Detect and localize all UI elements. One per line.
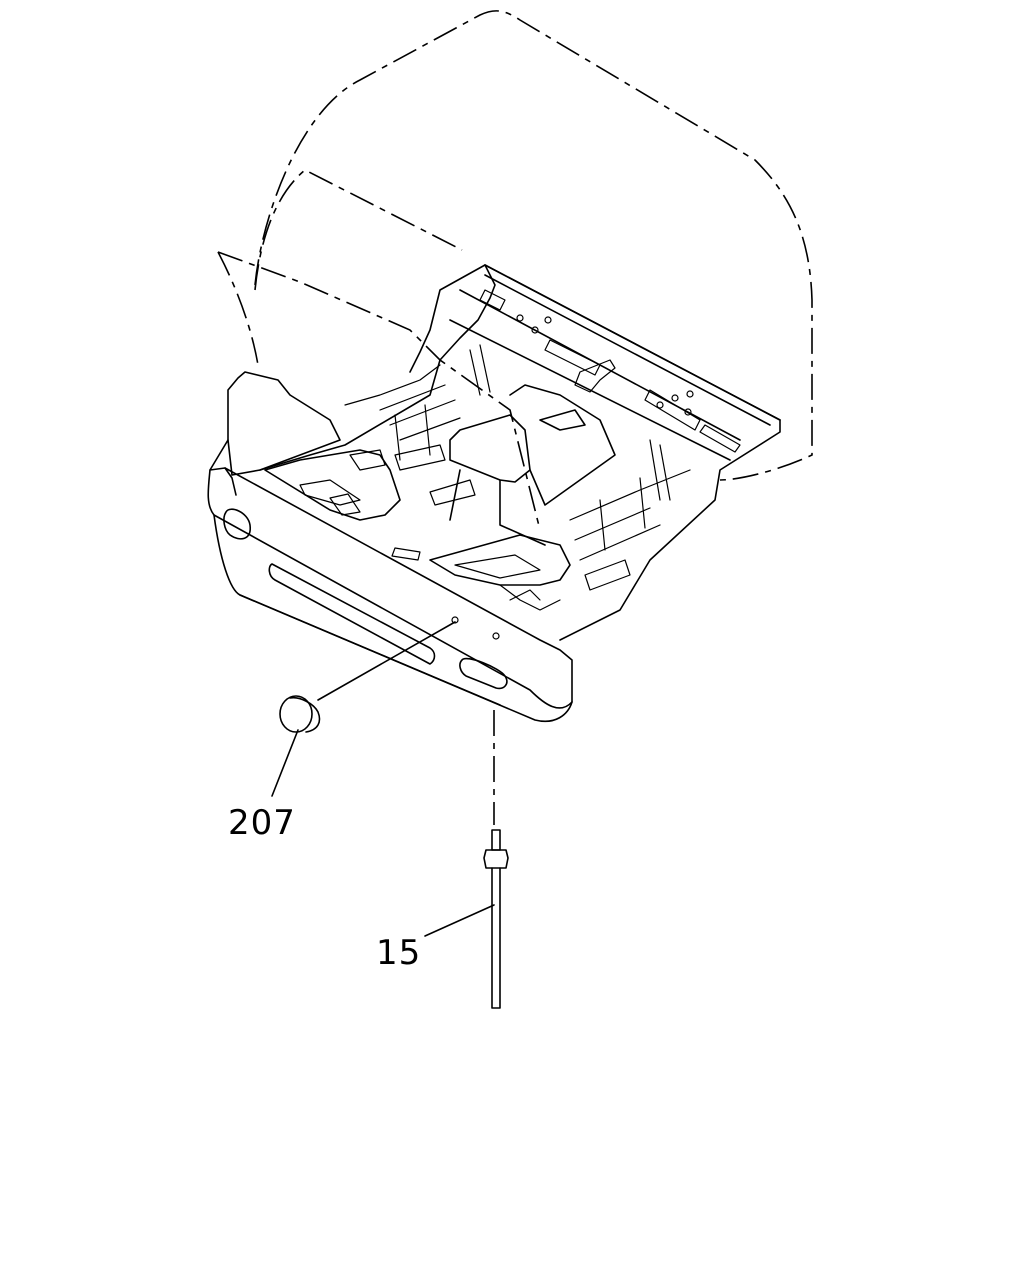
leader-lines — [271, 621, 495, 937]
floor-body-shell — [207, 264, 781, 722]
callout-label-15: 15 — [376, 933, 421, 973]
plug-part-207 — [279, 695, 321, 733]
rod-part-15 — [483, 829, 509, 1009]
callout-label-207: 207 — [228, 803, 296, 843]
cab-phantom-outline — [217, 10, 813, 531]
